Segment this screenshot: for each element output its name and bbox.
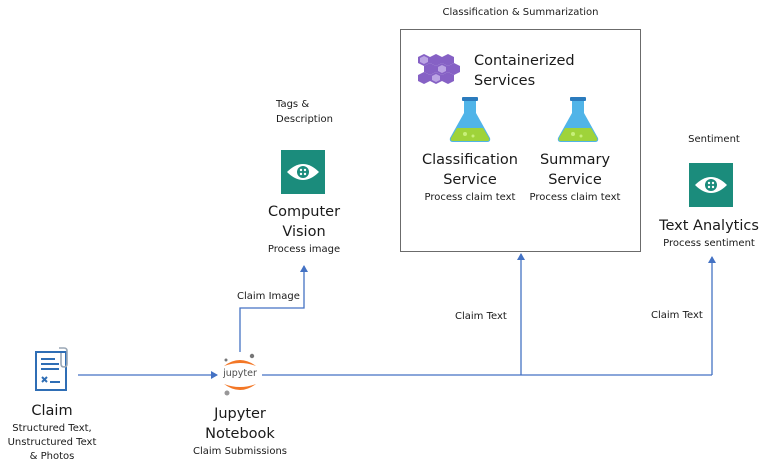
claim-text-edge-label-1: Claim Text — [455, 311, 507, 322]
tags-caption-line1: Tags & — [276, 99, 310, 110]
classification-flask-icon — [449, 97, 491, 142]
claim-image-edge-label: Claim Image — [237, 291, 300, 302]
claim-image-arrow — [239, 265, 308, 352]
summary-service-line2: Service — [548, 172, 602, 188]
kubernetes-icon — [418, 54, 460, 84]
computer-vision-sub: Process image — [267, 244, 341, 255]
summary-service-line1: Summary — [539, 152, 611, 168]
jupyter-logo-icon: jupyter — [218, 352, 262, 398]
computer-vision-eye-icon — [281, 150, 325, 194]
jupyter-logo-text: jupyter — [223, 368, 257, 379]
text-analytics-eye-icon — [689, 163, 733, 207]
containerized-title-line2: Services — [474, 73, 536, 89]
computer-vision-line1: Computer — [267, 204, 341, 220]
claim-sub-line2: Unstructured Text — [7, 437, 97, 448]
claim-text-edge-label-2: Claim Text — [651, 310, 703, 321]
tags-caption-line2: Description — [276, 114, 333, 125]
summary-flask-icon — [557, 97, 599, 142]
claim-form-icon — [35, 347, 68, 391]
computer-vision-line2: Vision — [282, 224, 326, 240]
containerized-title-line1: Containerized — [474, 53, 575, 69]
jupyter-sub: Claim Submissions — [192, 446, 287, 457]
claim-title: Claim — [31, 403, 73, 419]
sentiment-caption: Sentiment — [688, 134, 740, 145]
text-analytics-sub: Process sentiment — [663, 238, 755, 249]
text-analytics-title: Text Analytics — [659, 218, 759, 234]
classification-summarization-label: Classification & Summarization — [442, 7, 599, 18]
jupyter-title-line2: Notebook — [205, 426, 275, 442]
classification-service-line1: Classification — [422, 152, 518, 168]
classification-service-line2: Service — [443, 172, 497, 188]
summary-service-sub: Process claim text — [529, 192, 621, 203]
claim-sub-line3: & Photos — [29, 451, 75, 462]
jupyter-title-line1: Jupyter — [214, 406, 266, 422]
containerized-services-box — [400, 29, 641, 252]
claim-sub-line1: Structured Text, — [12, 423, 92, 434]
classification-service-sub: Process claim text — [424, 192, 516, 203]
